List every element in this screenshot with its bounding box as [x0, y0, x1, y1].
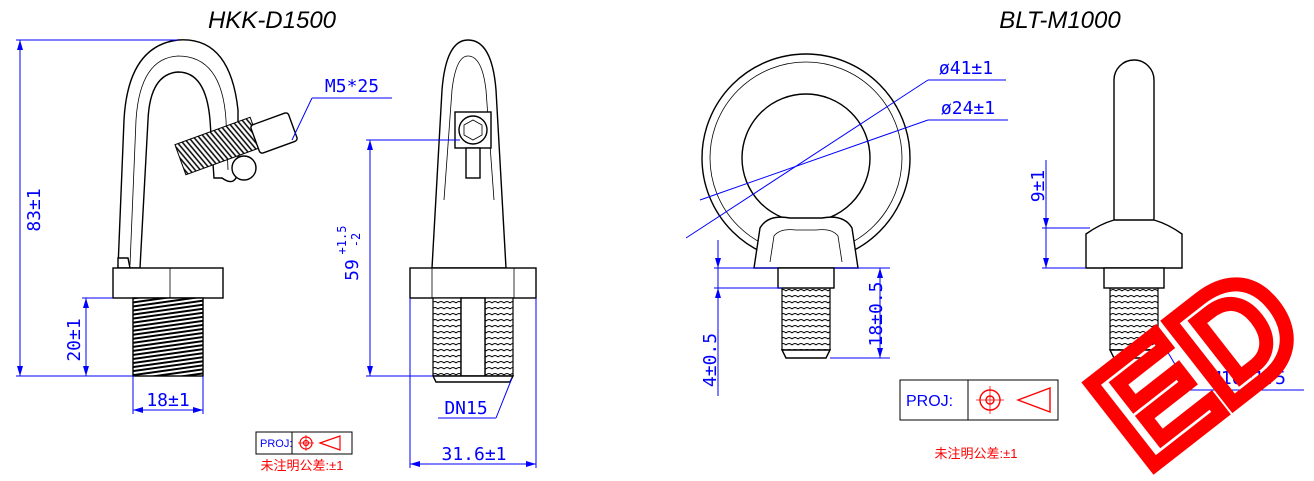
dim-thread-label: M10*1.5 — [1210, 368, 1286, 389]
dim-thread: M10*1.5 — [1155, 331, 1304, 391]
set-screw — [174, 112, 298, 181]
dim-width-thread-label: 18±1 — [146, 390, 189, 411]
dim-thread-len-label: 18±0.5 — [866, 281, 887, 346]
dim-width-thread: 18±1 — [132, 376, 204, 414]
dim-height-side-tol-upper: +1.5 — [335, 226, 349, 255]
left-part-title: HKK-D1500 — [208, 7, 337, 34]
left-tolerance-note: 未注明公差:±1 — [261, 458, 344, 473]
right-tolerance-note: 未注明公差:±1 — [935, 446, 1018, 461]
dim-eye-height: 9±1 — [1028, 160, 1090, 269]
dim-inner-dia: ø24±1 — [699, 98, 1008, 201]
eyebolt-front-view — [701, 53, 911, 359]
projection-symbol-icon — [976, 386, 1051, 414]
dim-width-side-label: 31.6±1 — [441, 444, 506, 465]
dim-height-total: 83±1 — [16, 39, 178, 377]
dim-inner-dia-label: ø24±1 — [941, 98, 995, 119]
dim-height-thread: 20±1 — [64, 297, 113, 376]
dim-pipe: DN15 — [438, 377, 513, 419]
right-part-title: BLT-M1000 — [999, 7, 1121, 34]
dim-height-side: 59 +1.5 -2 — [335, 139, 460, 377]
hook-front-view — [112, 39, 298, 377]
hook-side-view — [409, 39, 537, 383]
stamp-watermark: ED — [1063, 236, 1314, 481]
dim-screw: M5*25 — [291, 76, 392, 141]
left-proj-label: PROJ: — [260, 438, 292, 450]
dim-height-thread-label: 20±1 — [64, 318, 85, 361]
eyebolt-side-view — [1085, 59, 1183, 359]
dim-base-height-label: 4±0.5 — [700, 333, 721, 387]
dim-thread-len: 18±0.5 — [830, 267, 890, 359]
dim-outer-dia: ø41±1 — [685, 58, 1006, 239]
left-proj-box: PROJ: 未注明公差:±1 — [255, 431, 353, 473]
dim-height-side-label: 59 — [342, 259, 363, 281]
dim-height-total-label: 83±1 — [24, 188, 45, 231]
projection-symbol-icon — [298, 435, 341, 451]
right-proj-label: PROJ: — [906, 393, 953, 410]
dim-pipe-label: DN15 — [444, 398, 487, 419]
dim-height-side-tol-lower: -2 — [349, 233, 363, 247]
dim-eye-height-label: 9±1 — [1028, 170, 1049, 203]
right-proj-box: PROJ: 未注明公差:±1 — [899, 379, 1059, 461]
dim-screw-label: M5*25 — [325, 76, 379, 97]
dim-outer-dia-label: ø41±1 — [939, 58, 993, 79]
dim-base-height: 4±0.5 — [700, 240, 782, 396]
dim-width-side: 31.6±1 — [409, 298, 537, 468]
